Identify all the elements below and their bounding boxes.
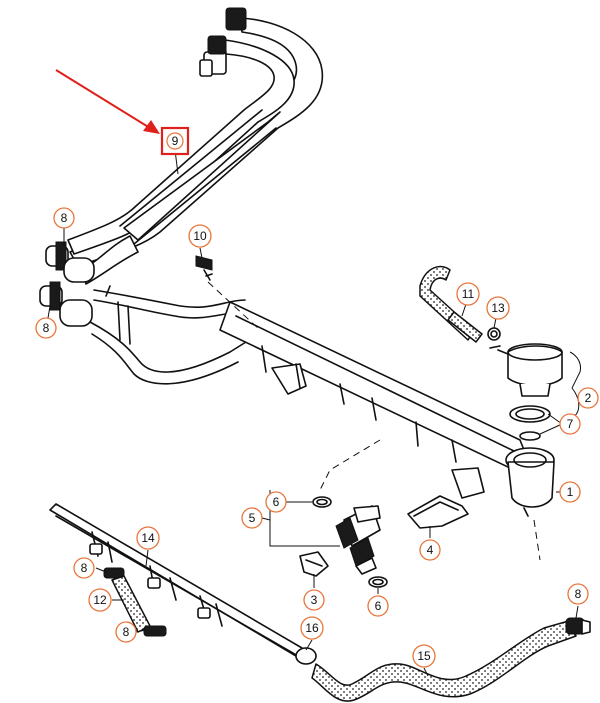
callout-6-upper[interactable]: 6 — [265, 491, 287, 513]
callout-15[interactable]: 15 — [412, 644, 436, 668]
vacuum-hose — [419, 265, 501, 343]
highlight-arrow — [55, 69, 160, 134]
short-fuel-hose — [103, 567, 167, 637]
callout-label: 8 — [123, 625, 130, 639]
assembly-guide-lines — [207, 281, 541, 561]
callout-10[interactable]: 10 — [188, 224, 212, 248]
hose-clamp-fittings-left — [39, 241, 95, 327]
callout-label: 16 — [305, 621, 319, 635]
callout-9-highlight[interactable]: 9 — [160, 126, 190, 156]
callout-label: 1 — [567, 485, 574, 499]
fuel-hose-assembly — [67, 7, 324, 285]
callout-label: 6 — [375, 599, 382, 613]
callout-13[interactable]: 13 — [486, 296, 510, 320]
callout-label: 13 — [491, 301, 505, 315]
callout-label: 2 — [585, 391, 592, 405]
pressure-regulator — [489, 343, 581, 441]
callout-label: 8 — [575, 587, 582, 601]
callout-label: 8 — [43, 321, 50, 335]
callout-16[interactable]: 16 — [300, 616, 324, 640]
fuel-rail — [219, 301, 555, 517]
callout-label: 3 — [311, 593, 318, 607]
fuel-lines — [89, 285, 247, 385]
callout-4[interactable]: 4 — [419, 539, 441, 561]
callout-11[interactable]: 11 — [456, 282, 480, 306]
callout-8-upper-left[interactable]: 8 — [53, 207, 75, 229]
fuel-injector — [312, 496, 388, 588]
callout-8-right[interactable]: 8 — [567, 583, 589, 605]
callout-label: 4 — [427, 543, 434, 557]
callout-1[interactable]: 1 — [559, 481, 581, 503]
rail-bolt — [195, 255, 213, 281]
injector-clip — [299, 551, 329, 577]
callout-14[interactable]: 14 — [136, 526, 160, 550]
callout-label: 11 — [462, 287, 475, 301]
callout-label: 14 — [141, 531, 155, 545]
callout-label: 12 — [93, 593, 107, 607]
long-fuel-hose — [311, 617, 591, 702]
callout-9-label: 9 — [172, 134, 179, 148]
callout-label: 6 — [273, 495, 280, 509]
callout-label: 7 — [567, 417, 574, 431]
callout-8-bottom-left[interactable]: 8 — [115, 621, 137, 643]
callout-label: 8 — [61, 211, 68, 225]
callout-3[interactable]: 3 — [303, 589, 325, 611]
callout-8-lower-left[interactable]: 8 — [73, 557, 95, 579]
callout-5[interactable]: 5 — [241, 507, 263, 529]
callout-12[interactable]: 12 — [88, 588, 112, 612]
callout-6-lower[interactable]: 6 — [367, 595, 389, 617]
fuel-distributor-pipe — [49, 503, 317, 665]
callout-7[interactable]: 7 — [559, 413, 581, 435]
callout-2[interactable]: 2 — [577, 387, 599, 409]
callout-label: 10 — [193, 229, 207, 243]
callout-8-left[interactable]: 8 — [35, 317, 57, 339]
retaining-spring — [407, 495, 469, 529]
callout-label: 8 — [81, 561, 88, 575]
callout-label: 5 — [249, 511, 256, 525]
callout-label: 15 — [417, 649, 431, 663]
